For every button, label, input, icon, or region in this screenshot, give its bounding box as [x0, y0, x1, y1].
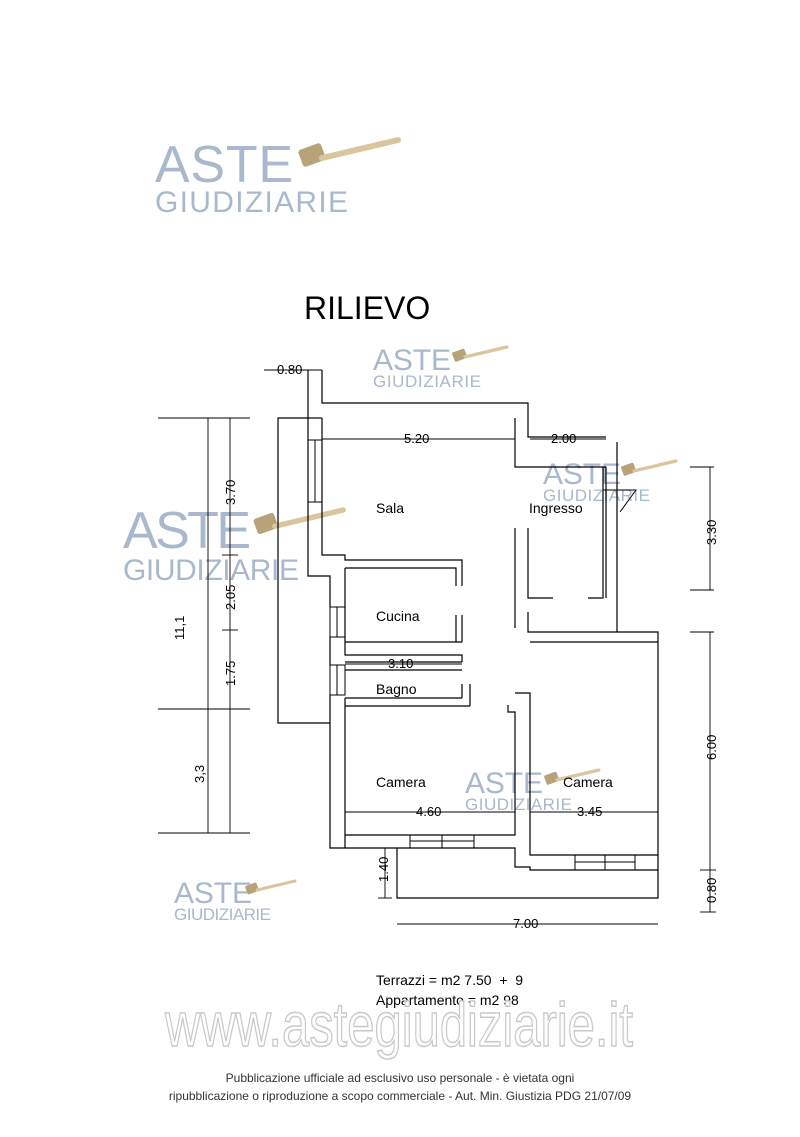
dim-label: 2.05 [223, 585, 238, 610]
gavel-icon [253, 507, 346, 535]
dim-label: 2.00 [551, 431, 576, 446]
note-terrazzi: Terrazzi = m2 7.50 + 9 [376, 972, 523, 988]
watermark-giudiziarie: GIUDIZIARIE [123, 554, 299, 587]
dim-label: 3.30 [704, 520, 719, 545]
watermark-aste: ASTE [155, 136, 293, 194]
watermark-logo-ingresso: ASTE GIUDIZIARIE [543, 458, 678, 505]
footer-line-2: ripubblicazione o riproduzione a scopo c… [169, 1089, 632, 1103]
room-label-bagno: Bagno [376, 681, 417, 697]
watermark-giudiziarie: GIUDIZIARIE [543, 486, 650, 505]
room-label-camera-left: Camera [376, 774, 426, 790]
dim-label: 0.80 [704, 878, 719, 903]
dimension-lines [158, 369, 716, 925]
watermark-logo-left: ASTE GIUDIZIARIE [123, 502, 346, 587]
room-label-ingresso: Ingresso [529, 500, 583, 516]
dim-label: 3,3 [192, 765, 207, 783]
note-appartamento: Appartamento = m2 98 [376, 992, 519, 1008]
dim-label: 4.60 [416, 804, 441, 819]
dim-label: 3.45 [577, 804, 602, 819]
watermark-aste: ASTE [373, 344, 451, 377]
watermark-giudiziarie: GIUDIZIARIE [373, 372, 481, 391]
gavel-icon [621, 459, 678, 476]
dim-label: 0.80 [277, 362, 302, 377]
footer-line-1: Pubblicazione ufficiale ad esclusivo uso… [226, 1071, 575, 1085]
dim-label: 7.00 [513, 916, 538, 931]
gavel-icon [245, 879, 297, 895]
dim-label: 3.10 [388, 656, 413, 671]
watermark-giudiziarie: GIUDIZIARIE [155, 186, 348, 219]
room-label-sala: Sala [376, 500, 404, 516]
dim-label: 11,1 [172, 616, 187, 640]
gavel-icon [452, 345, 509, 362]
dimension-labels: 0.80 5.20 2.00 3.70 2.05 1.75 11,1 3,3 3… [172, 362, 719, 931]
gavel-icon [298, 137, 401, 167]
room-label-cucina: Cucina [376, 608, 420, 624]
watermark-logo-top: ASTE GIUDIZIARIE [155, 136, 401, 219]
watermark-aste: ASTE [174, 877, 252, 910]
dim-label: 1.75 [223, 661, 238, 686]
dim-label: 6.00 [704, 735, 719, 760]
watermark-aste: ASTE [123, 502, 251, 560]
website-watermark: www.astegiudiziarie.it [164, 991, 633, 1060]
windows [307, 439, 637, 871]
watermark-giudiziarie: GIUDIZIARIE [465, 795, 572, 814]
watermark-giudiziarie: GIUDIZIARIE [174, 905, 271, 924]
room-label-camera-right: Camera [563, 774, 613, 790]
watermark-aste: ASTE [543, 458, 621, 491]
page-title: RILIEVO [304, 290, 430, 326]
watermark-logo-plan-top: ASTE GIUDIZIARIE [373, 344, 509, 391]
gavel-icon [544, 768, 601, 785]
watermark-logo-bottom: ASTE GIUDIZIARIE [174, 877, 297, 924]
dim-label: 5.20 [404, 431, 429, 446]
room-labels: Sala Ingresso Cucina Bagno Camera Camera [376, 500, 613, 790]
dim-label: 1.40 [376, 857, 391, 882]
dim-label: 3.70 [223, 480, 238, 505]
